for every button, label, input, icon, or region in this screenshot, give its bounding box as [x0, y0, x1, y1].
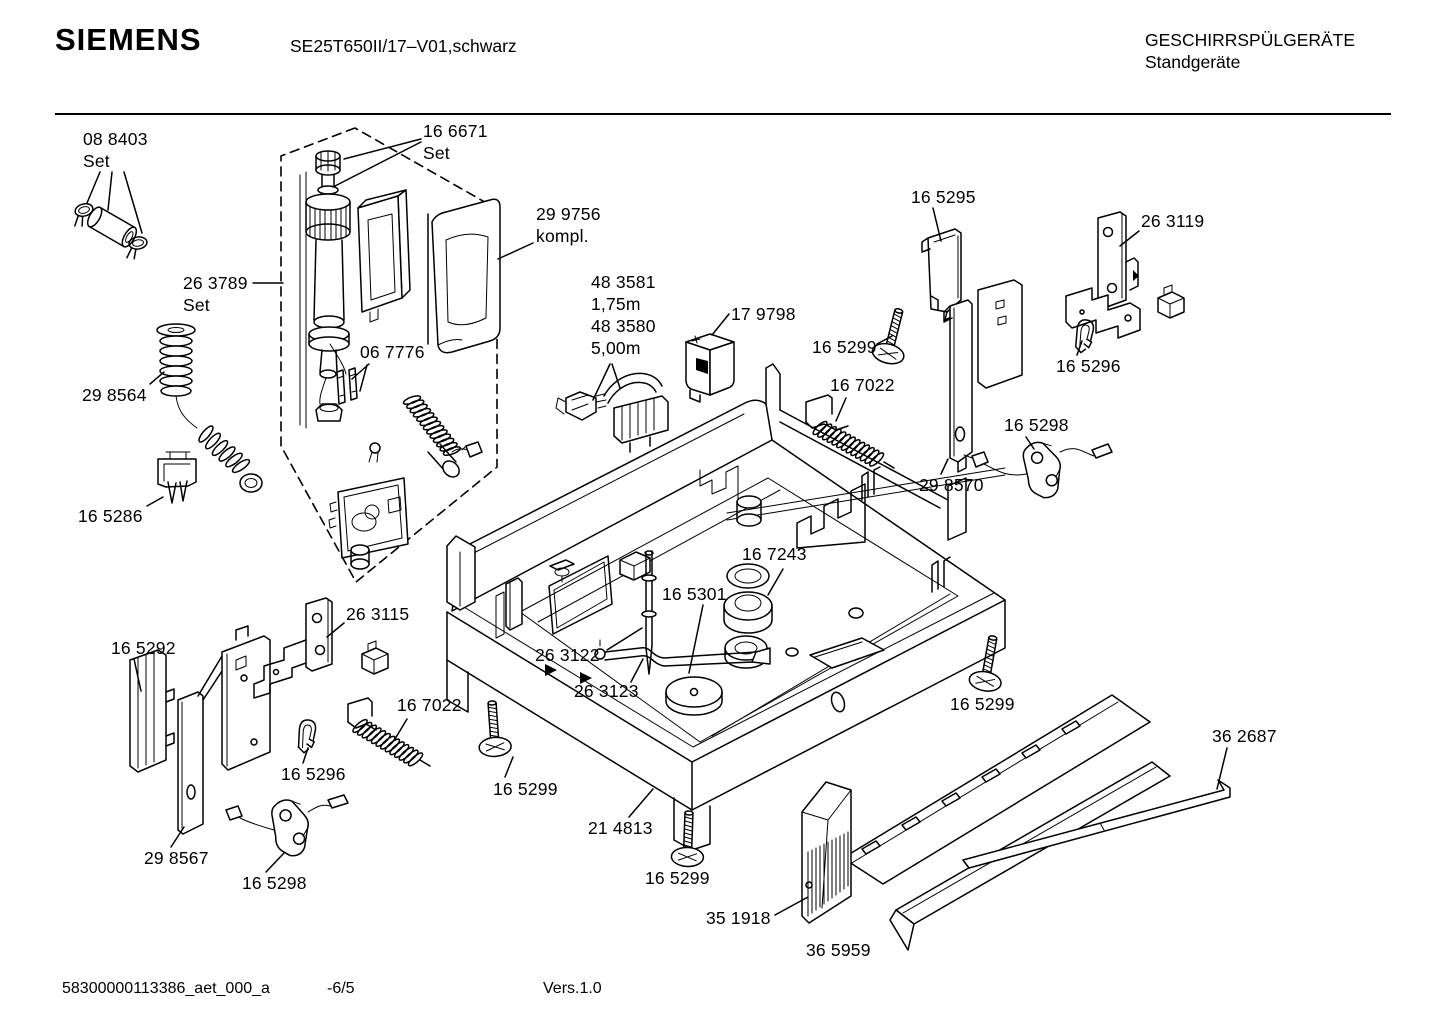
- header-rule: [55, 113, 1391, 115]
- part-label-26-3123: 26 3123: [574, 681, 639, 701]
- cable-assembly-48-3581: [555, 372, 669, 453]
- bracket-29-8570: [943, 279, 1023, 473]
- part-label-29-8567: 29 8567: [144, 848, 209, 868]
- part-label-16-6671: 16 6671 Set: [423, 121, 488, 163]
- leader-lines: [86, 138, 1228, 916]
- sheet-number: -6/5: [327, 980, 355, 997]
- part-label-17-9798: 17 9798: [731, 304, 796, 324]
- grommet-16-5301: [665, 676, 723, 716]
- spring-16-7022-left: [347, 697, 431, 772]
- version-number: Vers.1.0: [543, 980, 602, 997]
- end-cap-35-1918: [801, 781, 852, 924]
- microswitch-16-5298-right: [963, 436, 1113, 503]
- part-label-16-5299-top-right: 16 5299: [812, 337, 877, 357]
- part-label-16-5298-right: 16 5298: [1004, 415, 1069, 435]
- trim-strip-36-2687: [962, 779, 1231, 869]
- spring-16-7022-right: [805, 394, 895, 472]
- part-label-16-7022-right: 16 7022: [830, 375, 895, 395]
- pipe-26-3123: [594, 639, 771, 667]
- clip-16-5286: [157, 451, 197, 504]
- clip-16-5296-left: [296, 718, 318, 755]
- aquastop-valve-assembly: [299, 150, 501, 570]
- part-label-16-5296-right: 16 5296: [1056, 356, 1121, 376]
- part-label-26-3789: 26 3789 Set: [183, 273, 248, 315]
- screw-16-5299-bottom: [670, 809, 706, 868]
- plinth-panel-36-5959: [842, 694, 1151, 885]
- part-label-16-5299-right: 16 5299: [950, 694, 1015, 714]
- part-label-16-5299-bottom: 16 5299: [645, 868, 710, 888]
- part-label-08-8403: 08 8403 Set: [83, 129, 148, 171]
- part-label-21-4813: 21 4813: [588, 818, 653, 838]
- part-label-16-5296-left: 16 5296: [281, 764, 346, 784]
- part-label-29-9756: 29 9756 kompl.: [536, 204, 601, 246]
- document-id: 58300000113386_aet_000_a: [62, 980, 270, 997]
- part-label-26-3115: 26 3115: [346, 604, 410, 624]
- bracket-29-8567: [177, 625, 271, 835]
- spacer-cube-right: [1157, 284, 1185, 319]
- cover-panel-16-5295: [921, 228, 962, 321]
- junction-box-17-9798: [685, 333, 735, 403]
- product-type: Standgeräte: [1145, 52, 1241, 72]
- part-label-16-5295: 16 5295: [911, 187, 976, 207]
- hose-clamp-set-08-8403: [69, 201, 150, 261]
- bracket-26-3119: [1065, 211, 1141, 339]
- bracket-26-3115: [253, 597, 333, 699]
- base-frame-21-4813: [446, 363, 1006, 851]
- part-label-26-3119: 26 3119: [1141, 211, 1205, 231]
- part-label-29-8564: 29 8564: [82, 385, 147, 405]
- seal-set-16-7243: [723, 563, 773, 634]
- product-line-title: GESCHIRRSPÜLGERÄTE: [1145, 30, 1356, 50]
- part-label-16-7243: 16 7243: [742, 544, 807, 564]
- part-label-48-3581-48-3580: 48 3581 1,75m 48 3580 5,00m: [591, 272, 656, 358]
- spacer-cube-left: [361, 640, 389, 675]
- part-label-35-1918: 35 1918: [706, 908, 771, 928]
- screw-16-5299-left: [475, 699, 513, 759]
- brand-logo: SIEMENS: [55, 22, 202, 57]
- part-label-16-5298-left: 16 5298: [242, 873, 307, 893]
- part-label-36-5959: 36 5959: [806, 940, 871, 960]
- part-label-06-7776: 06 7776: [360, 342, 425, 362]
- model-number: SE25T650II/17–V01,schwarz: [290, 36, 517, 56]
- part-label-16-5301: 16 5301: [662, 584, 727, 604]
- part-label-16-5299-left: 16 5299: [493, 779, 558, 799]
- part-label-16-5286: 16 5286: [78, 506, 143, 526]
- part-label-29-8570: 29 8570: [919, 475, 984, 495]
- microswitch-16-5298-left: [225, 794, 349, 861]
- vent-spring-29-8564: [156, 323, 263, 493]
- product-line: GESCHIRRSPÜLGERÄTE Standgeräte: [1145, 29, 1355, 73]
- part-label-16-7022-left: 16 7022: [397, 695, 462, 715]
- part-label-16-5292: 16 5292: [111, 638, 176, 658]
- part-label-26-3122: 26 3122: [535, 645, 600, 665]
- part-label-36-2687: 36 2687: [1212, 726, 1277, 746]
